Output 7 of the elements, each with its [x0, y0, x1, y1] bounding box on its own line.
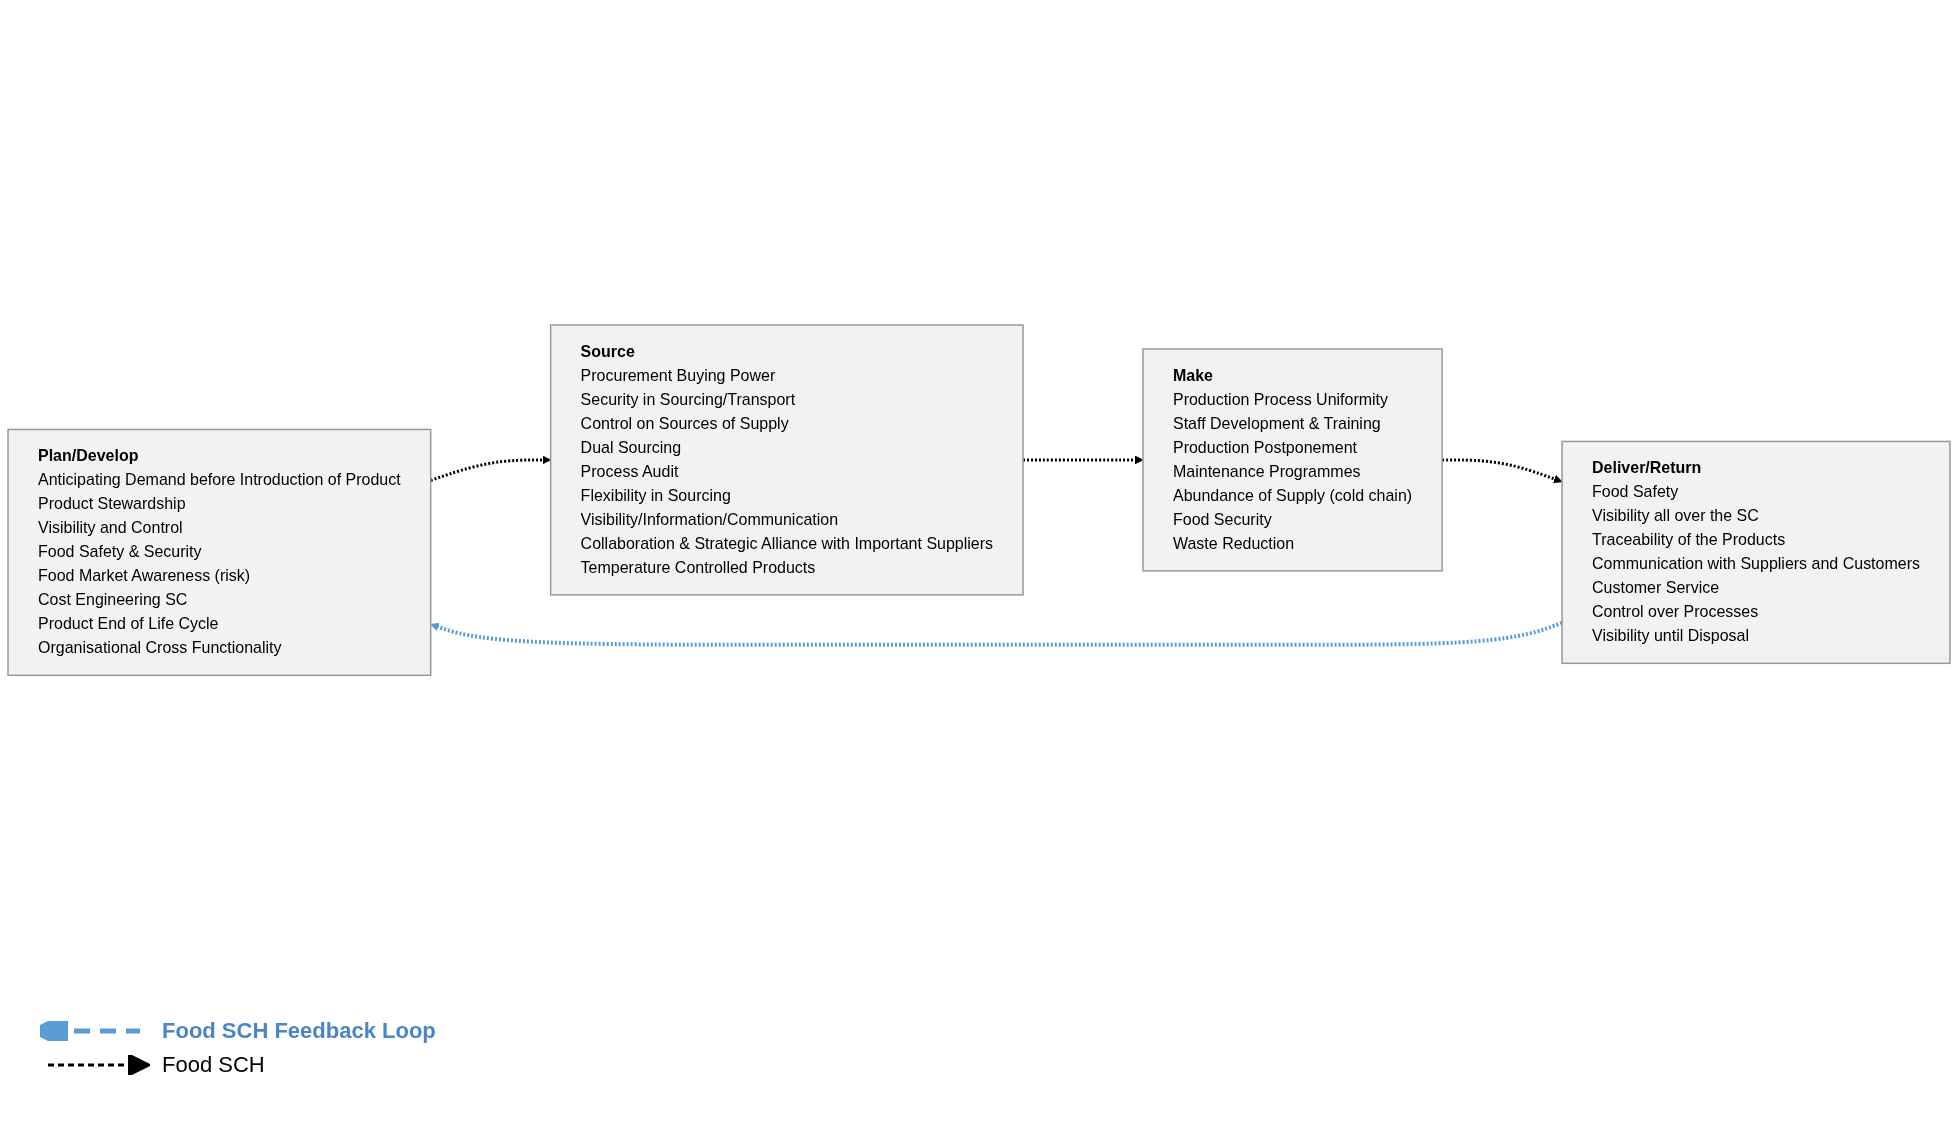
arrow: [430, 620, 1563, 647]
node-box: Plan/Develop Anticipating Demand before Introduction of Product Product Stewardship Visibility and Control Food Safety & Security Food Market Awareness (risk) Cost Engineering SC Product End of Life Cycle Organisational Cross Functionality: [7, 428, 432, 676]
node-box: Deliver/Return Food Safety Visibility all over the SC Traceability of the Products Communication with Suppliers and Customers Customer Service Control over Processes Visibility until Disposal: [1561, 440, 1951, 664]
node-box: Source Procurement Buying Power Security in Sourcing/Transport Control on Sources of Supply Dual Sourcing Process Audit Flexibility in Sourcing Visibility/Information/Communication Collaboration & Strategic Alliance with Important Suppliers Temperature Controlled Products: [549, 324, 1024, 596]
legend-text: Food SCH: [162, 1052, 265, 1078]
node-box: Make Production Process Uniformity Staff Development & Training Production Postponement Maintenance Programmes Abundance of Supply (cold chain) Food Security Waste Reduction: [1142, 348, 1443, 572]
legend-text: Food SCH Feedback Loop: [162, 1018, 436, 1044]
